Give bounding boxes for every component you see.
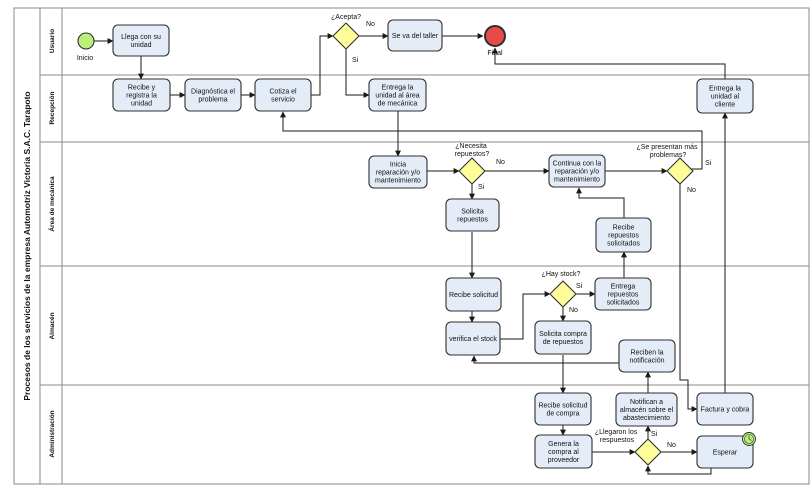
task-verifica-stock[interactable]: verifica el stock (445, 321, 501, 356)
flow-esperar-llegaron (645, 465, 712, 475)
gateway-llegaron-repuestos[interactable]: ¿Llegaron los respuestos (595, 429, 662, 466)
label-acepta-si: Si (352, 57, 359, 64)
label-necesita-si: Si (478, 184, 485, 191)
task-label: Factura y cobra (701, 407, 750, 414)
task-label: verifica el stock (449, 336, 497, 343)
flow-entrega-final (492, 47, 726, 79)
flow-cotiza-acepta (311, 33, 334, 96)
gateway-acepta[interactable]: ¿Acepta? (331, 14, 361, 50)
end-event[interactable]: Final (484, 25, 506, 57)
gateway-mas-problemas[interactable]: ¿Se presentan más problemas? (636, 144, 699, 185)
label-llegaron-si: Si (651, 431, 658, 438)
label-stock-si: Si (576, 283, 583, 290)
start-label: Inicio (77, 55, 93, 62)
flow-labels: No Si No Si Si No Si No Si No (352, 21, 712, 449)
label-necesita-no: No (496, 159, 505, 166)
sequence-flows (94, 33, 728, 475)
end-label: Final (487, 50, 503, 57)
gateway-necesita-label: ¿Necesita repuestos? (455, 143, 490, 158)
timer-icon (742, 432, 756, 446)
lane-title-administracion: Administración (49, 410, 56, 457)
flow-acepta-entrega (345, 49, 370, 98)
task-esperar[interactable]: Esperar (696, 435, 754, 469)
label-mas-no: No (687, 187, 696, 194)
gateway-necesita-repuestos[interactable]: ¿Necesita repuestos? (455, 143, 490, 185)
lane-title-recepcion: Recepción (49, 92, 56, 125)
gateway-hay-stock-label: ¿Hay stock? (542, 271, 581, 278)
gateway-mas-problemas-label: ¿Se presentan más problemas? (636, 144, 699, 159)
task-se-va-del-taller[interactable]: Se va del taller (387, 19, 443, 52)
task-recibe-solicitud[interactable]: Recibe solicitud (445, 277, 502, 312)
flow-verifica-stock (500, 291, 551, 340)
label-mas-si: Si (705, 160, 712, 167)
lane-title-almacen: Almacén (49, 312, 56, 339)
pool-title: Procesos de los servicios de la empresa … (22, 91, 32, 400)
gateway-acepta-label: ¿Acepta? (331, 14, 361, 21)
label-stock-no: No (569, 307, 578, 314)
flow-mas-cotiza (280, 111, 703, 170)
label-llegaron-no: No (667, 442, 676, 449)
lane-title-area-mecanica: Área de mecánica (47, 176, 56, 232)
flow-recibe-rep-continua (576, 187, 625, 218)
task-label: Esperar (713, 450, 738, 457)
task-label: Recibe solicitud (449, 292, 498, 299)
label-acepta-no: No (366, 21, 375, 28)
flow-mas-factura (679, 182, 698, 412)
gateway-llegaron-label: ¿Llegaron los respuestos (595, 429, 639, 444)
task-label: Se va del taller (392, 33, 439, 40)
task-factura-y-cobra[interactable]: Factura y cobra (696, 392, 754, 426)
lane-title-usuario: Usuario (49, 29, 56, 53)
start-event[interactable]: Inicio (77, 32, 95, 62)
gateway-hay-stock[interactable]: ¿Hay stock? (542, 271, 581, 308)
flow-reciben-verifica (471, 355, 619, 364)
